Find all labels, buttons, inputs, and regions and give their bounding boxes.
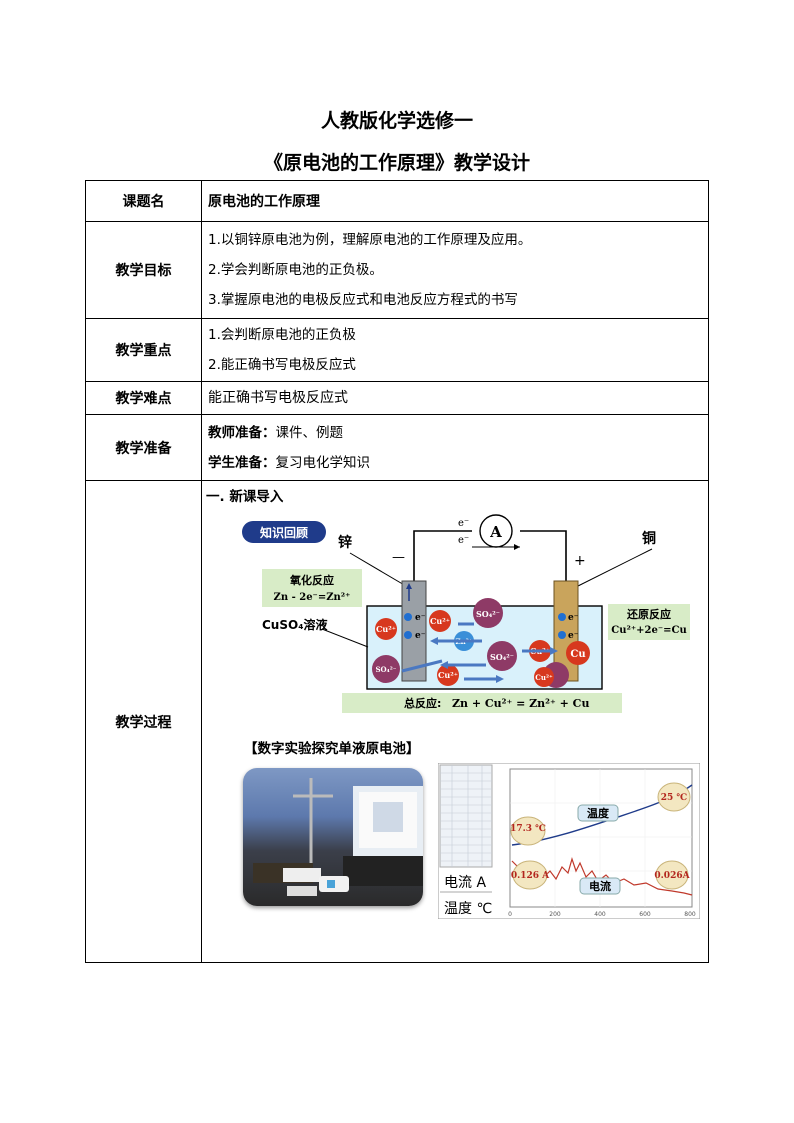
reduction-equation: Cu²⁺+2e⁻=Cu [611, 625, 686, 636]
oxidation-box [262, 569, 362, 607]
section-heading: 一. 新课导入 [206, 489, 284, 505]
plus-sign: + [574, 553, 586, 569]
solution-label: CuSO₄溶液 [262, 617, 327, 632]
temp-end-bubble [657, 782, 691, 812]
current-curve-label: 电流 [589, 879, 611, 893]
difficulty-value: 能正确书写电极反应式 [201, 381, 709, 415]
temp-unit-label: 温度 ℃ [444, 901, 492, 917]
x-tick: 0 [508, 911, 512, 918]
cu-atom-label: Cu [570, 649, 585, 660]
zinc-electron: e⁻ [415, 613, 426, 623]
reduction-title: 还原反应 [626, 607, 671, 621]
experiment-media-row: 电流 A 温度 ℃ 0 200 400 600 800 [206, 763, 704, 921]
temp-start-value: 17.3 ℃ [510, 824, 546, 834]
label-key-points: 教学重点 [85, 318, 202, 382]
goal-item: 2.学会判断原电池的正负极。 [208, 262, 383, 278]
teacher-prep-value: 课件、例题 [275, 424, 344, 441]
goals-cell: 1.以铜锌原电池为例，理解原电池的工作原理及应用。 2.学会判断原电池的正负极。… [201, 221, 709, 319]
teacher-prep-label: 教师准备： [208, 424, 276, 441]
row-difficulty: 教学难点 能正确书写电极反应式 [85, 381, 709, 415]
label-topic: 课题名 [85, 180, 202, 222]
copper-label: 铜 [642, 530, 656, 547]
so4-ion-label: SO₄²⁻ [476, 609, 500, 619]
cu-ion [375, 618, 397, 640]
zinc-electrode [401, 580, 427, 682]
current-end-bubble [655, 860, 689, 890]
zinc-label: 锌 [338, 534, 352, 551]
cu-ion-label-2: Cu²⁺ [430, 616, 450, 626]
current-curve-tag [579, 877, 621, 895]
row-topic: 课题名 原电池的工作原理 [85, 180, 709, 222]
student-prep: 学生准备：复习电化学知识 [208, 448, 702, 478]
total-reaction-label: 总反应: [404, 696, 441, 710]
minus-sign: — [392, 550, 405, 565]
temp-curve-tag [577, 804, 619, 822]
oxidation-title: 氧化反应 [289, 573, 334, 587]
key-point-item: 1.会判断原电池的正负极 [208, 327, 356, 343]
key-points-cell: 1.会判断原电池的正负极 2.能正确书写电极反应式 [201, 318, 709, 382]
experiment-photo [243, 768, 423, 906]
lesson-plan-table: 课题名 原电池的工作原理 教学目标 1.以铜锌原电池为例，理解原电池的工作原理及… [85, 180, 709, 963]
electron-top: e⁻ [458, 518, 469, 529]
current-start-bubble [512, 860, 548, 890]
data-table [440, 765, 492, 867]
cu-atom [566, 641, 590, 665]
badge-text: 知识回顾 [259, 525, 308, 540]
x-tick: 400 [594, 911, 606, 918]
row-key-points: 教学重点 1.会判断原电池的正负极 2.能正确书写电极反应式 [85, 318, 709, 382]
cu-ion-label-5: Cu²⁺ [535, 673, 553, 682]
oxidation-equation: Zn - 2e⁻=Zn²⁺ [274, 592, 351, 603]
electron-bottom: e⁻ [458, 535, 469, 546]
ammeter-label: A [489, 523, 502, 541]
x-tick: 800 [684, 911, 696, 918]
row-goals: 教学目标 1.以铜锌原电池为例，理解原电池的工作原理及应用。 2.学会判断原电池… [85, 221, 709, 319]
doc-title-line1: 人教版化学选修一 [320, 110, 473, 132]
so4-ion-label-2: SO₄²⁻ [376, 665, 397, 674]
copper-electron: e⁻ [568, 613, 579, 623]
key-point-item: 2.能正确书写电极反应式 [208, 357, 356, 373]
digital-experiment-heading: 【数字实验探究单液原电池】 [244, 741, 420, 757]
goal-item: 3.掌握原电池的电极反应式和电池反应方程式的书写 [208, 292, 518, 308]
knowledge-badge [242, 521, 326, 543]
temp-start-bubble [510, 816, 546, 846]
label-preparation: 教学准备 [85, 414, 202, 481]
total-reaction-box [342, 693, 622, 713]
x-tick: 600 [639, 911, 651, 918]
topic-value: 原电池的工作原理 [201, 180, 709, 222]
student-prep-value: 复习电化学知识 [275, 454, 371, 471]
current-end-value: 0.026A [654, 871, 690, 881]
cu-ion-label: Cu²⁺ [376, 624, 396, 634]
label-difficulty: 教学难点 [85, 381, 202, 415]
current-start-value: 0.126 A [511, 871, 550, 881]
so4-ion-label-3: SO₄²⁻ [490, 652, 514, 662]
total-reaction-equation: Zn + Cu²⁺ = Zn²⁺ + Cu [452, 697, 589, 710]
zinc-electron-2: e⁻ [415, 631, 426, 641]
temp-curve-label: 温度 [587, 806, 610, 820]
temp-end-value: 25 ℃ [661, 793, 688, 803]
row-process: 教学过程 一. 新课导入 知识回顾 锌 铜 A e⁻ e⁻ — [85, 480, 709, 963]
copper-electron-2: e⁻ [568, 631, 579, 641]
data-logger-screen: 电流 A 温度 ℃ 0 200 400 600 800 [438, 763, 700, 919]
goal-item: 1.以铜锌原电池为例，理解原电池的工作原理及应用。 [208, 232, 532, 248]
process-cell: 一. 新课导入 知识回顾 锌 铜 A e⁻ e⁻ — + [201, 480, 709, 963]
cu-ion-label-3: Cu²⁺ [438, 670, 458, 680]
student-prep-label: 学生准备： [208, 454, 276, 471]
preparation-cell: 教师准备：课件、例题 学生准备：复习电化学知识 [201, 414, 709, 481]
reduction-box [608, 604, 690, 640]
x-tick: 200 [549, 911, 561, 918]
galvanic-cell-diagram: 知识回顾 锌 铜 A e⁻ e⁻ — + [242, 514, 690, 713]
teacher-prep: 教师准备：课件、例题 [208, 418, 702, 448]
row-preparation: 教学准备 教师准备：课件、例题 学生准备：复习电化学知识 [85, 414, 709, 481]
label-goals: 教学目标 [85, 221, 202, 319]
doc-title-line2: 《原电池的工作原理》教学设计 [263, 152, 530, 174]
so4-ion [473, 598, 503, 628]
label-process: 教学过程 [85, 480, 202, 963]
current-unit-label: 电流 A [444, 875, 486, 891]
